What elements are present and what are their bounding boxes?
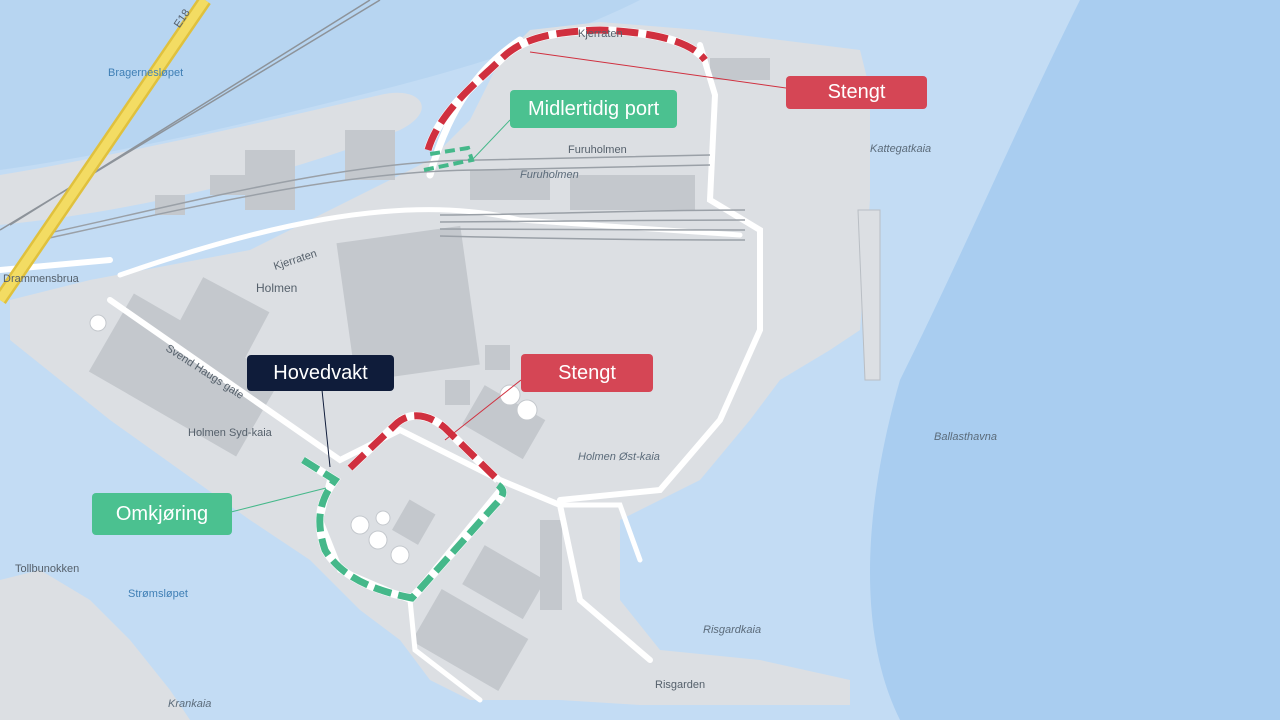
leader-lines [230, 51, 787, 513]
label-drammensbrua: Drammensbrua [3, 273, 80, 285]
label-kjerraten-top: Kjerraten [578, 28, 623, 40]
label-furuholmen-2: Furuholmen [520, 169, 579, 181]
detour-route-dashes [301, 457, 507, 602]
label-stromsloepet: Strømsløpet [128, 588, 188, 600]
callout-stengt-north: Stengt [786, 76, 927, 109]
label-furuholmen-1: Furuholmen [568, 144, 627, 156]
callout-hovedvakt: Hovedvakt [247, 355, 394, 391]
shallow-water-north [0, 0, 640, 170]
closed-route-north-dashes [424, 26, 708, 152]
north-shore [0, 92, 422, 225]
label-risgardkaia: Risgardkaia [703, 624, 761, 636]
e18-highway-inner [0, 0, 209, 303]
callout-stengt-center: Stengt [521, 354, 653, 392]
temporary-gate-marker [423, 145, 475, 172]
label-holmen-ost-kaia: Holmen Øst-kaia [578, 451, 660, 463]
southwest-land [0, 570, 190, 720]
label-ballasthavna: Ballasthavna [934, 431, 997, 443]
label-krankaia: Krankaia [168, 698, 211, 710]
label-holmen-syd-kaia: Holmen Syd-kaia [188, 427, 273, 439]
label-holmen: Holmen [256, 281, 297, 295]
storage-tanks [89, 314, 538, 565]
buildings [88, 58, 770, 691]
label-risgarden: Risgarden [655, 679, 705, 691]
callout-omkjoring: Omkjøring [92, 493, 232, 535]
label-tollbunokken: Tollbunokken [15, 563, 79, 575]
callout-midlertidig-port: Midlertidig port [510, 90, 678, 128]
closed-route-center-dashes [347, 412, 501, 483]
label-kattegatkaia: Kattegatkaia [870, 143, 931, 155]
railway-tracks [0, 0, 746, 241]
label-bragernesloepet: Bragernesløpet [108, 67, 183, 79]
east-pier [857, 209, 881, 381]
